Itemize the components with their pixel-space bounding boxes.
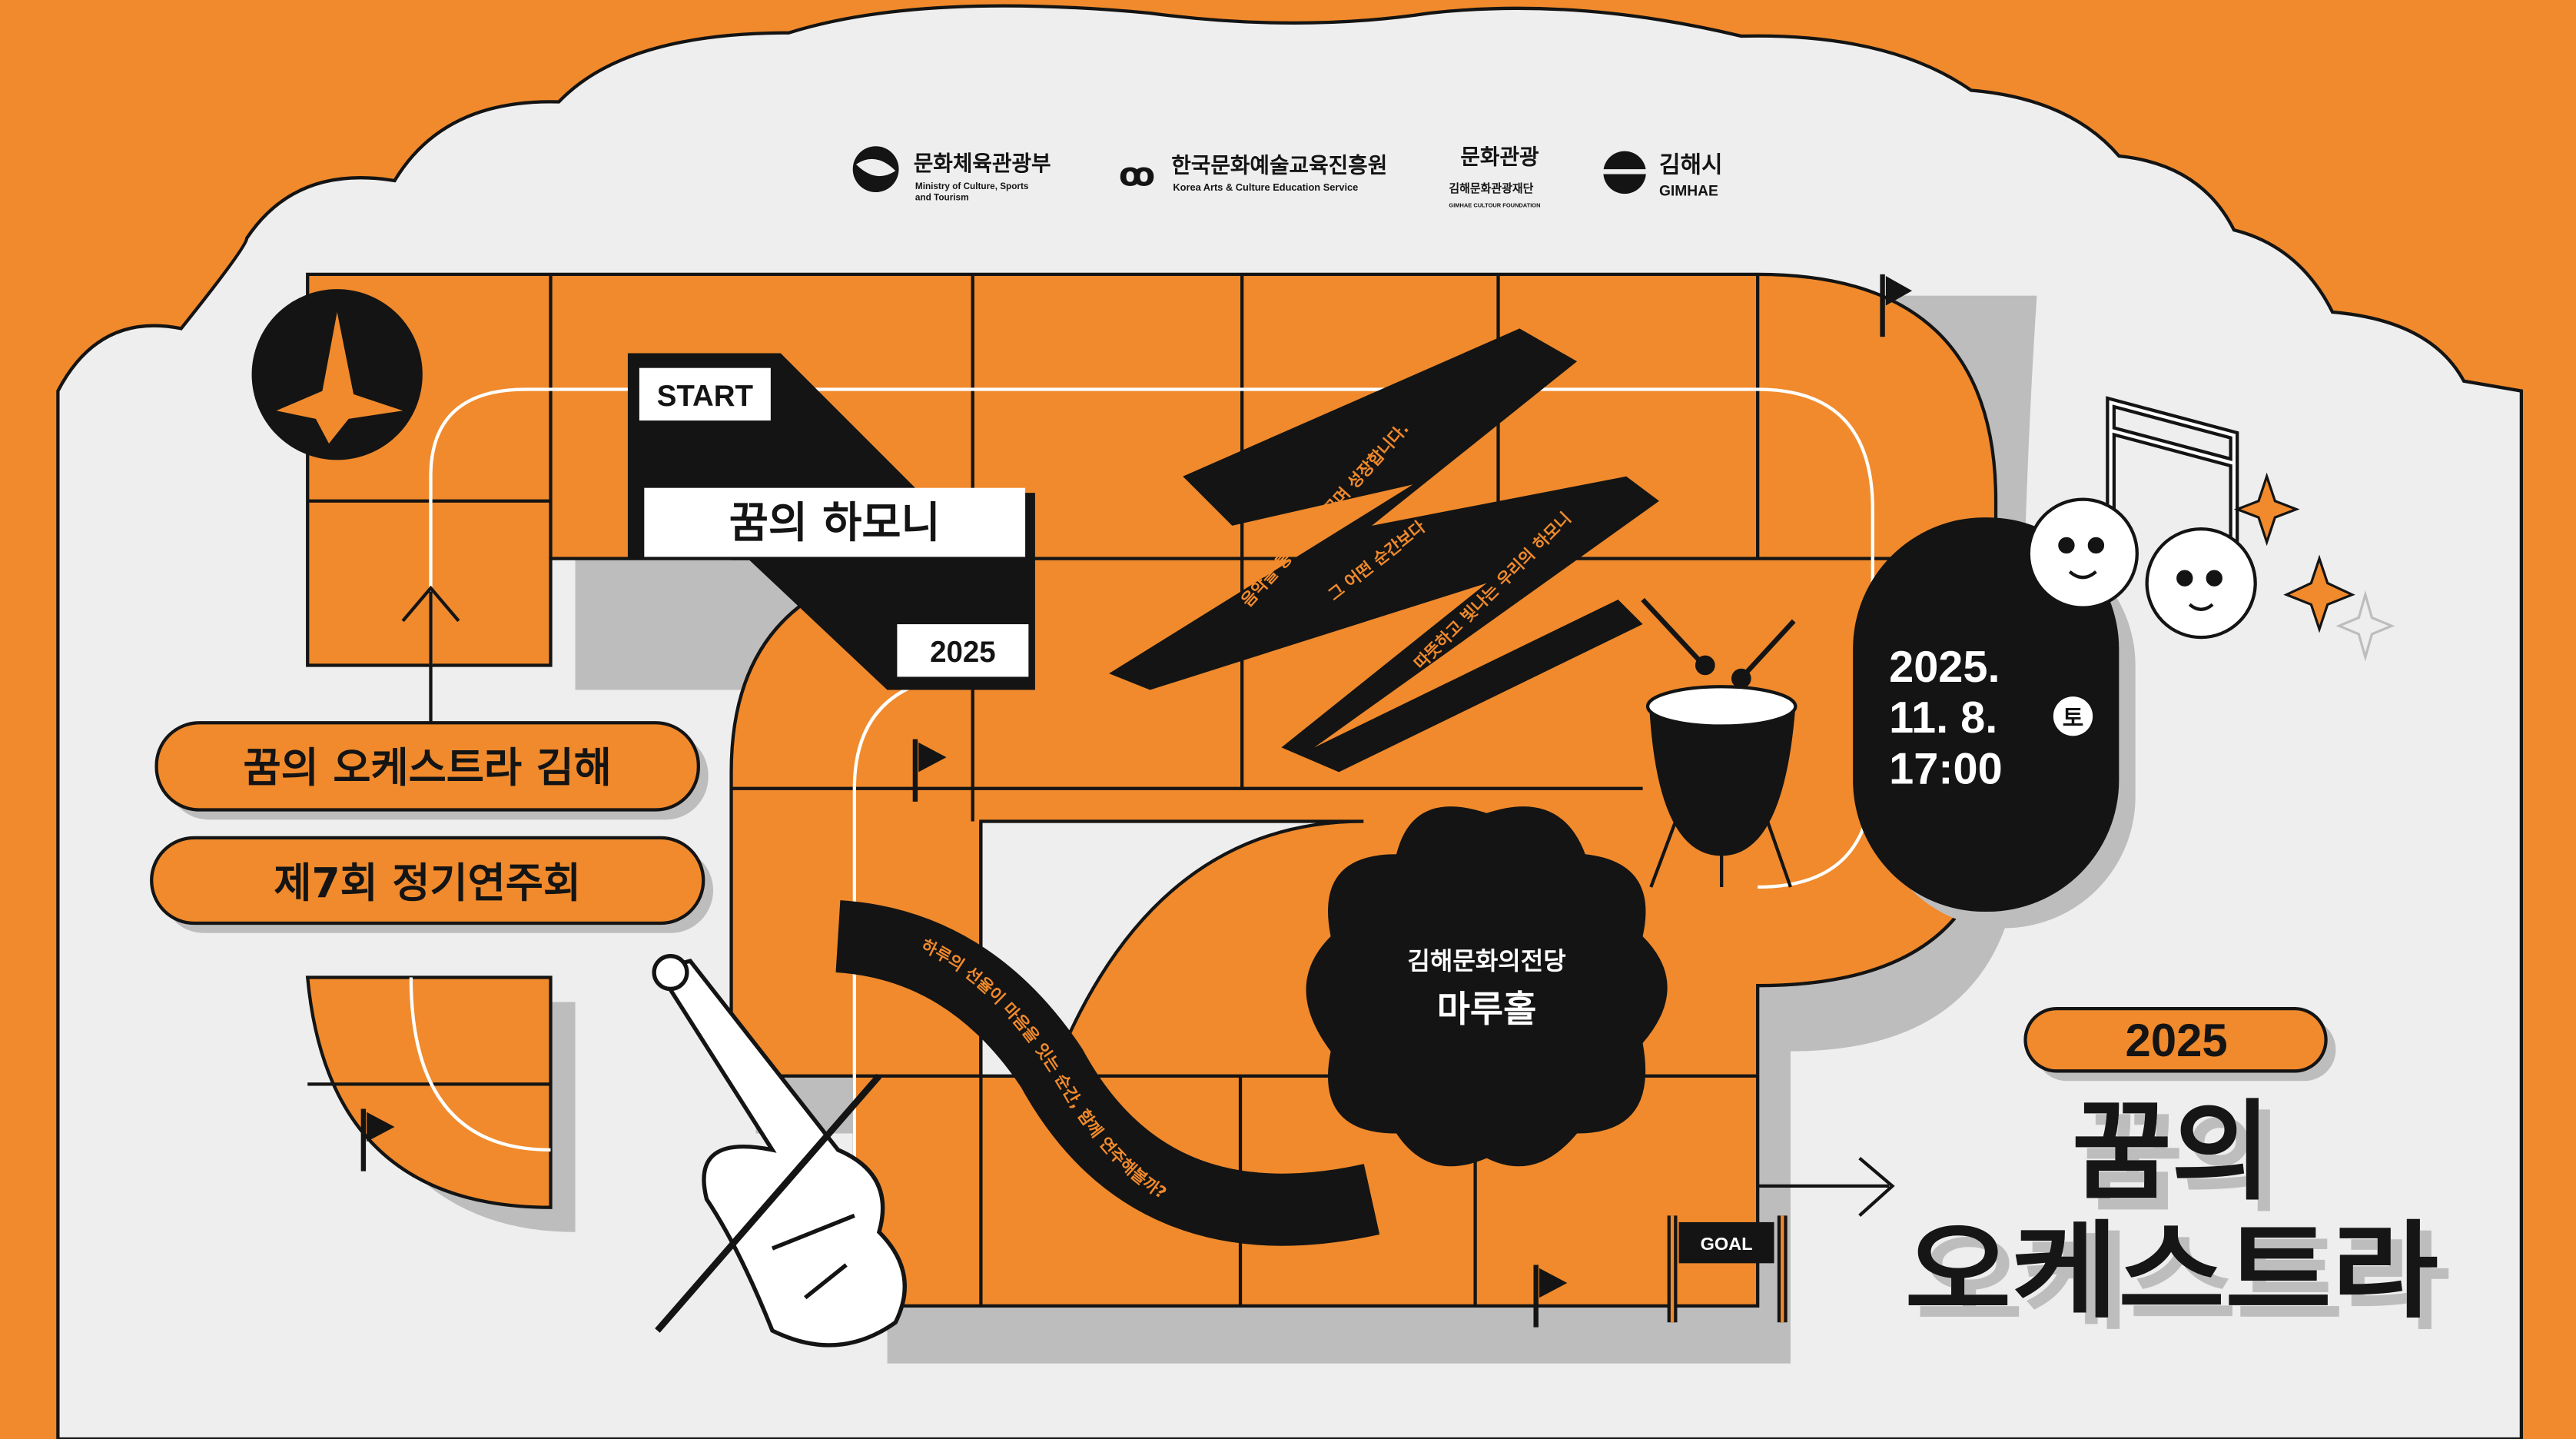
start-sign: START 꿈의 하모니 2025 (627, 353, 1035, 690)
sponsor-sub: Korea Arts & Culture Education Service (1173, 181, 1358, 193)
cultour-logo-icon: 문화관광 (1460, 145, 1539, 170)
edition-label: 제7회 정기연주회 (274, 859, 581, 907)
sponsor-gimhae-city: 김해시 GIMHAE (1600, 151, 1723, 199)
note-face-icon (2145, 527, 2257, 640)
title-year: 2025 (2126, 1015, 2228, 1066)
goal-label: GOAL (1701, 1234, 1753, 1254)
sparkle-icons (2233, 472, 2395, 662)
start-label: START (657, 380, 754, 413)
title-line1: 꿈의 (2072, 1089, 2272, 1215)
sponsor-name: 김해문화관광재단 (1449, 181, 1533, 195)
music-note-characters (2027, 396, 2257, 640)
sponsor-sub: GIMHAE CULTOUR FOUNDATION (1449, 201, 1540, 208)
sponsor-gimhae-cultour: 문화관광 김해문화관광재단 GIMHAE CULTOUR FOUNDATION (1449, 145, 1540, 209)
sponsor-arte: ꝏ 한국문화예술교육진흥원 Korea Arts & Culture Educa… (1119, 152, 1387, 193)
sponsor-logos: 문화체육관광부 Ministry of Culture, Sports and … (852, 145, 1723, 209)
sponsor-sub: GIMHAE (1659, 183, 1718, 199)
arrow-up-icon (401, 585, 460, 723)
start-year: 2025 (930, 636, 996, 669)
event-pills: 꿈의 오케스트라 김해 제7회 정기연주회 (150, 721, 714, 933)
org-pill (154, 721, 700, 812)
date-weekday: 토 (2063, 706, 2084, 733)
edition-pill (150, 836, 705, 926)
star-note-icon (276, 312, 403, 444)
flag-icons (360, 274, 1913, 1328)
sponsor-mcst: 문화체육관광부 Ministry of Culture, Sports and … (852, 146, 1051, 203)
date-badge: 2025. 11. 8. 토 17:00 (1853, 517, 2136, 929)
note-face-icon (2027, 497, 2139, 610)
drum-illustration (1641, 597, 1798, 888)
date-year: 2025. (1889, 643, 2000, 692)
sponsor-name: 김해시 (1659, 151, 1723, 178)
sponsor-name: 문화체육관광부 (914, 151, 1051, 176)
venue-badge: 김해문화의전당 마루홀 (1306, 806, 1668, 1167)
date-day: 11. 8. (1889, 693, 1997, 743)
title-block: 2025 꿈의 오케스트라 (1904, 1006, 2438, 1333)
title-line2: 오케스트라 (1904, 1211, 2438, 1333)
sponsor-name: 한국문화예술교육진흥원 (1171, 152, 1387, 178)
org-name: 꿈의 오케스트라 김해 (244, 743, 612, 792)
orchestra-logo (251, 289, 423, 460)
sponsor-sub: and Tourism (915, 193, 969, 203)
goal-marker: GOAL (1667, 1215, 1788, 1323)
arte-logo-icon: ꝏ (1119, 156, 1155, 193)
date-time: 17:00 (1889, 744, 2003, 793)
venue-name: 김해문화의전당 (1407, 946, 1565, 975)
arrow-right-icon (1758, 1156, 1895, 1217)
venue-hall: 마루홀 (1437, 989, 1537, 1031)
violin-illustration (652, 954, 907, 1348)
harmony-title: 꿈의 하모니 (729, 498, 941, 548)
sponsor-sub: Ministry of Culture, Sports (915, 181, 1029, 191)
